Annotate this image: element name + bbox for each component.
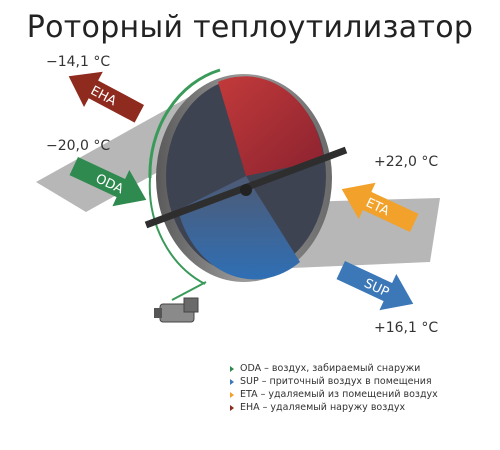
drive-belt [171, 281, 207, 301]
eha-temperature: −14,1 °C [46, 54, 111, 70]
legend-item-eta: ETA – удаляемый из помещений воздух [230, 388, 438, 401]
legend: ODA – воздух, забираемый снаружи SUP – п… [230, 362, 438, 414]
legend-item-eha: EHA – удаляемый наружу воздух [230, 401, 438, 414]
motor-icon [154, 297, 199, 323]
eta-arrow [341, 182, 419, 232]
legend-item-oda: ODA – воздух, забираемый снаружи [230, 362, 438, 375]
legend-text: ODA – воздух, забираемый снаружи [240, 363, 421, 374]
legend-marker-icon [230, 378, 234, 385]
legend-marker-icon [230, 365, 234, 372]
wheel-rim-green-edge [148, 68, 221, 179]
wheel-hub [240, 184, 252, 196]
legend-item-sup: SUP – приточный воздух в помещения [230, 375, 438, 388]
legend-marker-icon [230, 391, 234, 398]
diagram-title: Роторный теплоутилизатор [26, 10, 474, 45]
legend-text: EHA – удаляемый наружу воздух [240, 402, 406, 413]
legend-text: SUP – приточный воздух в помещения [240, 376, 432, 387]
oda-temperature: −20,0 °C [46, 138, 111, 154]
sup-arrow [336, 261, 414, 311]
sup-temperature: +16,1 °C [374, 320, 439, 336]
wheel-hot-sector [218, 76, 324, 176]
eta-temperature: +22,0 °C [374, 154, 439, 170]
legend-marker-icon [230, 404, 234, 411]
legend-text: ETA – удаляемый из помещений воздух [240, 389, 438, 400]
oda-arrow [69, 157, 147, 207]
eha-arrow [68, 71, 145, 123]
